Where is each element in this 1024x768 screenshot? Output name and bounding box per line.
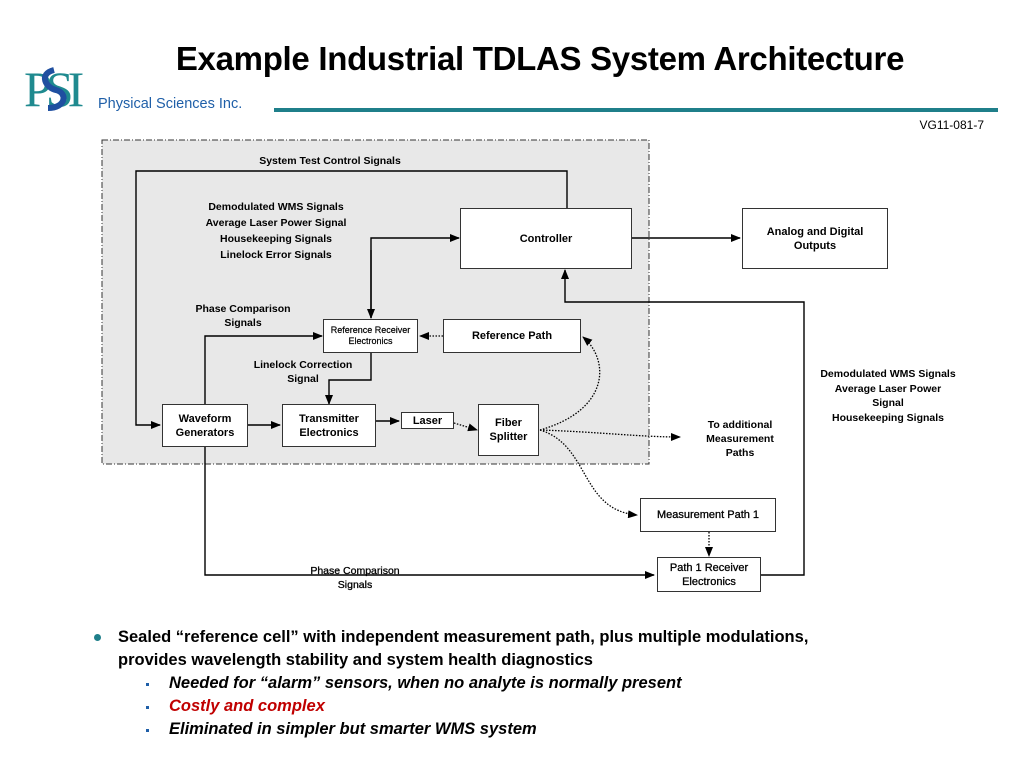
splitter-measpath-fiber	[539, 429, 638, 519]
laser-box: Laser	[401, 412, 454, 429]
signal-item: Demodulated WMS Signals	[208, 201, 344, 213]
document-id: VG11-081-7	[919, 118, 984, 132]
additional-paths-label: To additional Measurement Paths	[706, 419, 774, 459]
sub-bullet-text: Eliminated in simpler but smarter WMS sy…	[169, 720, 537, 738]
system-test-line	[135, 170, 568, 429]
phase-bottom-label: Phase Comparison Signals	[310, 565, 400, 591]
sub-bullet-text: Needed for “alarm” sensors, when no anal…	[169, 674, 682, 692]
meas-path-box: Measurement Path 1	[640, 498, 776, 532]
ref-receiver-box: Reference Receiver Electronics	[323, 319, 418, 353]
transmitter-box: Transmitter Electronics	[282, 404, 376, 447]
linelock-line	[325, 352, 372, 405]
signal-item: Average Laser Power Signal	[834, 383, 942, 409]
signal-item: Average Laser Power Signal	[205, 217, 347, 229]
linelock-label: Linelock Correction Signal	[253, 359, 353, 385]
signal-item: Housekeeping Signals	[831, 412, 945, 424]
path-receiver-box: Path 1 Receiver Electronics	[657, 557, 761, 592]
sub-bullet-dot-icon	[146, 706, 149, 709]
bullet-list: Sealed “reference cell” with independent…	[92, 626, 852, 741]
laser-splitter-fiber	[453, 422, 478, 432]
phase-bottom-line	[204, 447, 655, 579]
sub-bullet-item: Eliminated in simpler but smarter WMS sy…	[92, 718, 852, 741]
company-name: Physical Sciences Inc.	[98, 96, 243, 112]
receiver-controller-line	[561, 269, 805, 576]
right-signals-label: Demodulated WMS Signals Average Laser Po…	[810, 366, 966, 426]
bullet-item: Sealed “reference cell” with independent…	[92, 626, 852, 672]
psi-logo: PSI	[24, 62, 89, 112]
splitter-refpath-fiber	[539, 336, 601, 431]
header-rule	[274, 108, 998, 112]
outputs-box: Analog and Digital Outputs	[742, 208, 888, 269]
phase-top-line	[204, 332, 323, 405]
bullet-dot-icon	[94, 634, 101, 641]
logo-swoosh	[41, 67, 67, 111]
splitter-additional-fiber	[539, 429, 681, 441]
signals-group-label: Demodulated WMS Signals Average Laser Po…	[186, 199, 366, 263]
controller-box: Controller	[460, 208, 632, 269]
phase-top-label: Phase Comparison Signals	[195, 303, 291, 329]
signal-item: Linelock Error Signals	[220, 249, 332, 261]
ref-path-box: Reference Path	[443, 319, 581, 353]
sub-bullet-dot-icon	[146, 729, 149, 732]
system-test-label: System Test Control Signals	[259, 155, 401, 167]
sub-bullet-item-highlight: Costly and complex	[92, 695, 852, 718]
slide-title: Example Industrial TDLAS System Architec…	[175, 40, 905, 77]
signal-item: Housekeeping Signals	[219, 233, 333, 245]
bullet-text: Sealed “reference cell” with independent…	[118, 628, 809, 669]
sub-bullet-text: Costly and complex	[169, 697, 325, 715]
sub-bullet-dot-icon	[146, 683, 149, 686]
signal-item: Demodulated WMS Signals	[820, 368, 956, 380]
waveform-box: Waveform Generators	[162, 404, 248, 447]
splitter-box: Fiber Splitter	[478, 404, 539, 456]
sub-bullet-item: Needed for “alarm” sensors, when no anal…	[92, 672, 852, 695]
